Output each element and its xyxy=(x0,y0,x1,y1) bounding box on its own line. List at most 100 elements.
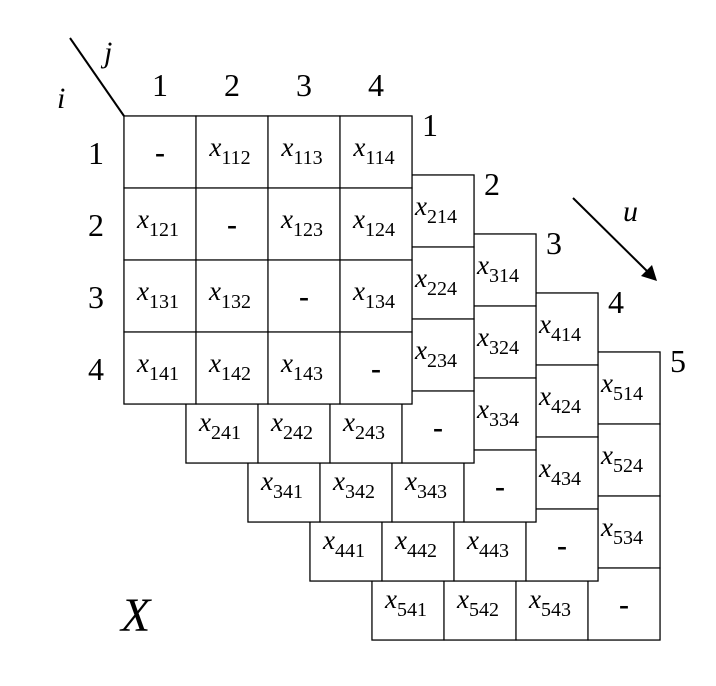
layer-label: 4 xyxy=(608,284,624,320)
col-label: 2 xyxy=(224,67,240,103)
cell-box xyxy=(463,233,537,307)
cell-value: x131 xyxy=(136,276,179,313)
cell-value: x142 xyxy=(208,348,251,385)
matrix-cell: x534 xyxy=(587,495,661,569)
cell-box xyxy=(267,115,341,189)
col-label: 4 xyxy=(368,67,384,103)
layer-label: 1 xyxy=(422,107,438,143)
matrix-cell: x143 xyxy=(267,331,341,405)
cell-value: x424 xyxy=(538,381,581,418)
cell-value: x241 xyxy=(198,407,241,444)
matrix-cell: x514 xyxy=(587,351,661,425)
cell-box xyxy=(587,351,661,425)
matrix-cell: - xyxy=(401,390,475,464)
matrix-cell: x112 xyxy=(195,115,269,189)
matrix-cell: - xyxy=(463,449,537,523)
col-index-symbol: j xyxy=(100,36,112,69)
cell-box xyxy=(123,259,197,333)
cell-box xyxy=(339,259,413,333)
layer-label: 3 xyxy=(546,225,562,261)
cell-value: x443 xyxy=(466,525,509,562)
cell-box xyxy=(463,449,537,523)
matrix-cell: x524 xyxy=(587,423,661,497)
cell-value: x121 xyxy=(136,204,179,241)
cell-box xyxy=(267,331,341,405)
matrix-cell: - xyxy=(195,187,269,261)
matrix-cell: x224 xyxy=(401,246,475,320)
cell-box xyxy=(195,259,269,333)
cell-value: x324 xyxy=(476,322,519,359)
cell-value: x123 xyxy=(280,204,323,241)
matrix-cell: x314 xyxy=(463,233,537,307)
row-index-symbol: i xyxy=(57,82,65,115)
matrix-cell: - xyxy=(339,331,413,405)
cell-box xyxy=(463,305,537,379)
corner-divider xyxy=(69,37,125,117)
layer-index-symbol: u xyxy=(623,195,638,228)
cell-value: x514 xyxy=(600,368,643,405)
layer-label: 5 xyxy=(670,343,686,379)
matrix-symbol: X xyxy=(119,589,152,642)
cell-value: x541 xyxy=(384,584,427,621)
cell-value: x441 xyxy=(322,525,365,562)
matrix-cell: x424 xyxy=(525,364,599,438)
cell-box xyxy=(587,423,661,497)
cell-box xyxy=(339,115,413,189)
cell-value: x242 xyxy=(270,407,313,444)
matrix-cell: x132 xyxy=(195,259,269,333)
matrix-cell: - xyxy=(123,115,197,189)
row-label: 4 xyxy=(88,351,104,387)
cell-value: x414 xyxy=(538,309,581,346)
row-label: 1 xyxy=(88,135,104,171)
cell-value: x214 xyxy=(414,191,457,228)
matrix-cell: x141 xyxy=(123,331,197,405)
cell-value: x243 xyxy=(342,407,385,444)
cell-value: x143 xyxy=(280,348,323,385)
cell-box xyxy=(401,318,475,392)
cell-box xyxy=(339,331,413,405)
matrix-cell: x124 xyxy=(339,187,413,261)
cell-box xyxy=(587,567,661,641)
cell-value: x224 xyxy=(414,263,457,300)
matrix-cell: x324 xyxy=(463,305,537,379)
row-label: 3 xyxy=(88,279,104,315)
cell-value: x341 xyxy=(260,466,303,503)
matrix-cell: x114 xyxy=(339,115,413,189)
diagonal-dash: - xyxy=(433,411,443,444)
diagonal-dash: - xyxy=(619,588,629,621)
cell-box xyxy=(401,246,475,320)
matrix-cell: x142 xyxy=(195,331,269,405)
cell-value: x314 xyxy=(476,250,519,287)
cell-value: x342 xyxy=(332,466,375,503)
matrix-cell: x434 xyxy=(525,436,599,510)
cell-box xyxy=(123,331,197,405)
cell-value: x114 xyxy=(352,132,394,169)
matrix-cell: - xyxy=(525,508,599,582)
cell-value: x542 xyxy=(456,584,499,621)
cell-value: x113 xyxy=(280,132,322,169)
matrix-cell: x214 xyxy=(401,174,475,248)
cell-value: x534 xyxy=(600,512,643,549)
cell-value: x141 xyxy=(136,348,179,385)
diagonal-dash: - xyxy=(155,136,165,169)
cell-box xyxy=(401,390,475,464)
col-label: 3 xyxy=(296,67,312,103)
matrix-cell: x414 xyxy=(525,292,599,366)
row-label: 2 xyxy=(88,207,104,243)
diagonal-dash: - xyxy=(299,280,309,313)
matrix-cell: x121 xyxy=(123,187,197,261)
matrix-cell: - xyxy=(267,259,341,333)
cell-value: x234 xyxy=(414,335,457,372)
cell-value: x132 xyxy=(208,276,251,313)
cell-value: x124 xyxy=(352,204,395,241)
cell-value: x334 xyxy=(476,394,519,431)
cell-box xyxy=(339,187,413,261)
matrix-cell: - xyxy=(587,567,661,641)
cell-value: x134 xyxy=(352,276,395,313)
diagonal-dash: - xyxy=(557,529,567,562)
cell-box xyxy=(195,331,269,405)
